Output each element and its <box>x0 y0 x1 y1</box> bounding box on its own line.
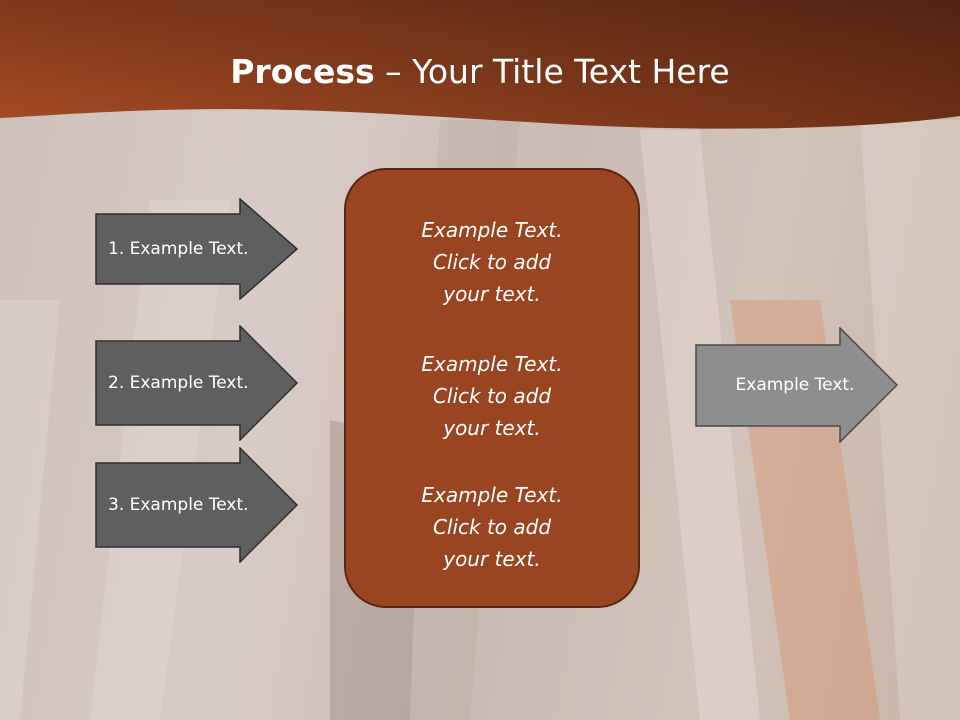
process-arrow-3[interactable]: 3. Example Text. <box>95 447 299 563</box>
text-paragraph-2: Example Text. Click to add your text. <box>346 348 638 444</box>
arrow-label: 1. Example Text. <box>108 239 249 259</box>
text-line: Click to add <box>432 250 552 274</box>
arrow-shape <box>95 198 299 300</box>
process-arrow-1[interactable]: 1. Example Text. <box>95 198 299 300</box>
text-line: Click to add <box>432 515 552 539</box>
text-line: your text. <box>443 282 541 306</box>
text-line: Example Text. <box>421 483 563 507</box>
arrow-label: 2. Example Text. <box>108 373 249 393</box>
arrow-label: 3. Example Text. <box>108 495 249 515</box>
arrow-shape <box>95 325 299 441</box>
title-rest: – Your Title Text Here <box>374 52 730 91</box>
process-arrow-2[interactable]: 2. Example Text. <box>95 325 299 441</box>
text-line: your text. <box>443 416 541 440</box>
title-bold: Process <box>230 52 375 91</box>
text-line: Click to add <box>432 384 552 408</box>
text-line: your text. <box>443 547 541 571</box>
arrow-shape <box>695 327 899 443</box>
text-paragraph-1: Example Text. Click to add your text. <box>346 214 638 310</box>
arrow-shape <box>95 447 299 563</box>
text-line: Example Text. <box>421 218 563 242</box>
text-paragraph-3: Example Text. Click to add your text. <box>346 479 638 575</box>
center-text-box[interactable]: Example Text. Click to add your text. Ex… <box>344 168 640 608</box>
text-line: Example Text. <box>421 352 563 376</box>
slide-title[interactable]: Process – Your Title Text Here <box>0 52 960 91</box>
result-arrow[interactable]: Example Text. <box>695 327 899 443</box>
arrow-label: Example Text. <box>735 375 855 395</box>
